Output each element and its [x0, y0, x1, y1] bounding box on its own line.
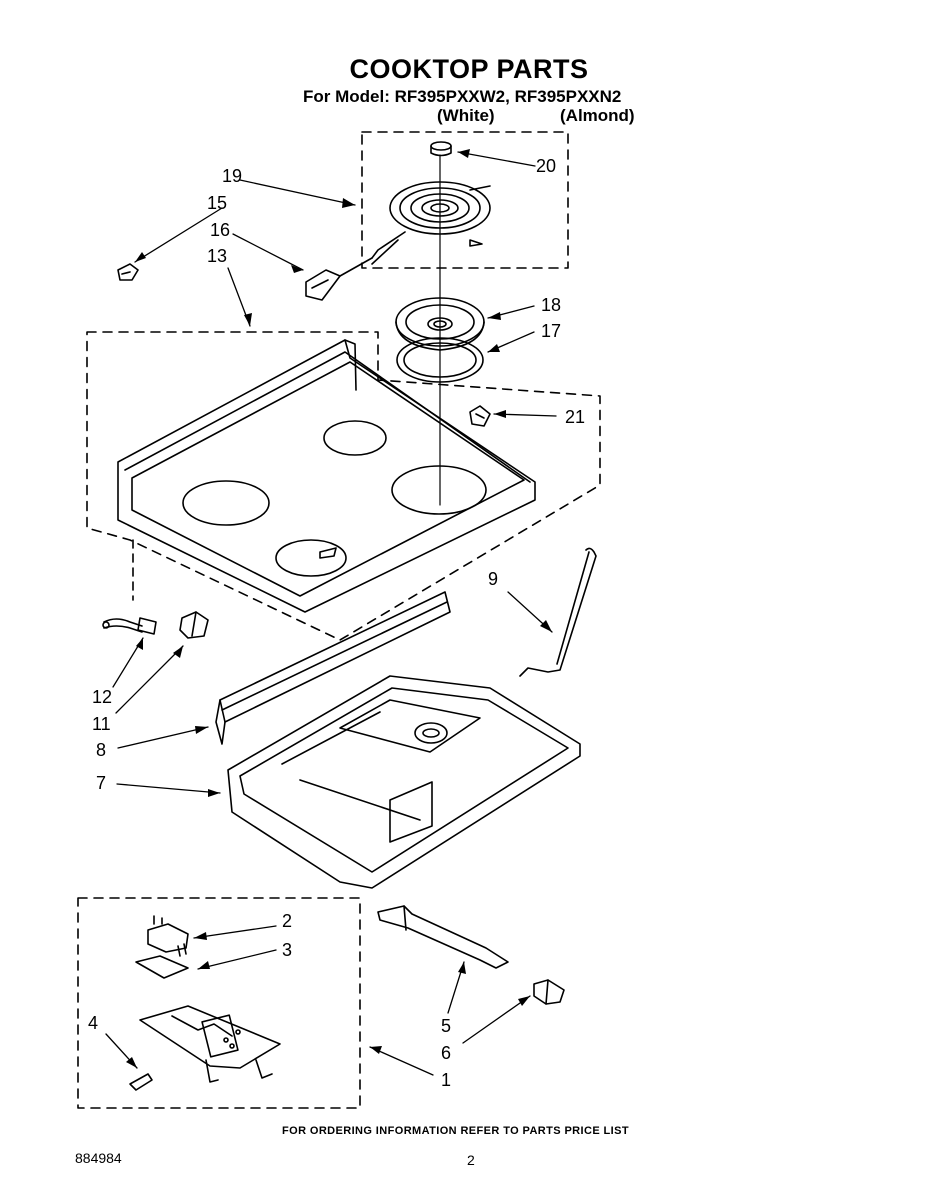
insulator-part-3: [135, 955, 189, 979]
control-group-box: [77, 897, 361, 1109]
leader-lines: [105, 151, 557, 1076]
callout-18: 18: [541, 295, 562, 315]
document-number: 884984: [75, 1150, 122, 1166]
page-number: 2: [467, 1152, 475, 1168]
bracket-part-21: [469, 405, 491, 427]
wire-terminal-part-12: [102, 617, 157, 635]
callout-17: 17: [541, 321, 562, 341]
page-title: COOKTOP PARTS: [349, 54, 589, 84]
model-line: For Model: RF395PXXW2, RF395PXXN2: [303, 87, 622, 106]
trim-ring-part-17: [396, 337, 484, 383]
callout-9: 9: [488, 569, 499, 589]
callout-1: 1: [441, 1070, 452, 1090]
control-bracket-part-1: [139, 1005, 281, 1083]
cooktop-part-13: [117, 339, 536, 613]
clip-part-15: [117, 263, 139, 281]
drip-bowl-part-18: [395, 297, 485, 351]
front-strip-part-8: [215, 591, 451, 745]
strap-part-5: [377, 905, 509, 969]
callout-4: 4: [88, 1013, 99, 1033]
spacer-part-11: [179, 611, 209, 639]
callout-11: 11: [92, 714, 111, 734]
callout-19: 19: [222, 166, 243, 186]
callout-15: 15: [207, 193, 228, 213]
cooktop-group-box: [86, 331, 601, 641]
receptacle-part-16: [305, 257, 373, 301]
color-white-label: (White): [437, 106, 495, 125]
block-part-6: [533, 979, 565, 1005]
callout-16: 16: [210, 220, 231, 240]
callout-7: 7: [96, 773, 107, 793]
callout-21: 21: [565, 407, 586, 427]
callout-13: 13: [207, 246, 228, 266]
burner-group-box: [361, 131, 569, 269]
color-almond-label: (Almond): [560, 106, 635, 125]
support-rod-part-9: [519, 547, 597, 677]
callout-6: 6: [441, 1043, 452, 1063]
callout-12: 12: [92, 687, 113, 707]
callout-5: 5: [441, 1016, 452, 1036]
surface-element-part-19: [371, 181, 491, 265]
burner-cap-part-20: [430, 141, 452, 157]
clip-part-4: [129, 1073, 153, 1091]
arrow-heads: [126, 149, 552, 1068]
callout-20: 20: [536, 156, 557, 176]
switch-part-2: [147, 915, 189, 957]
burner-box-part-7: [227, 675, 581, 889]
callout-2: 2: [282, 911, 293, 931]
ordering-note: FOR ORDERING INFORMATION REFER TO PARTS …: [282, 1125, 629, 1137]
callout-3: 3: [282, 940, 293, 960]
callout-8: 8: [96, 740, 107, 760]
